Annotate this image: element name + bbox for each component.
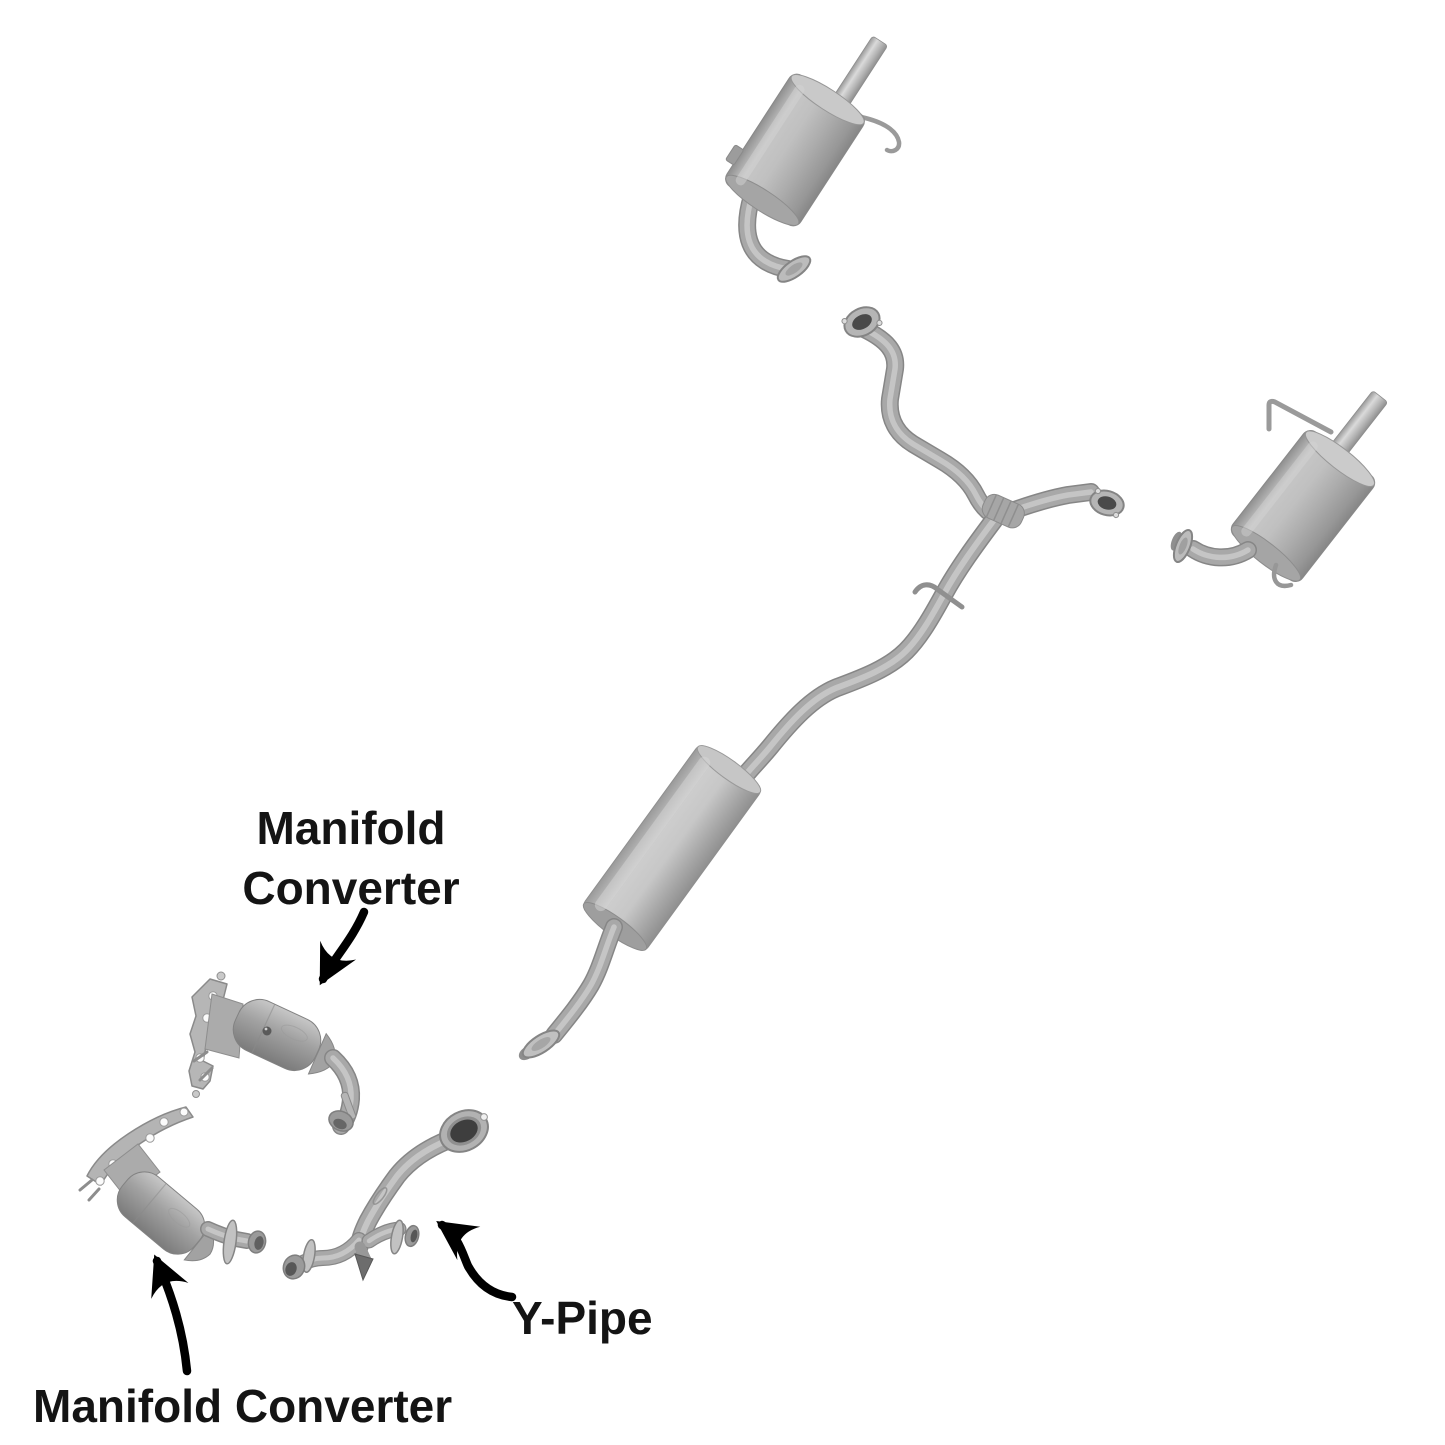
hanger-rod — [1266, 398, 1334, 435]
right-opening — [410, 1229, 418, 1243]
inlet-pipe — [1193, 549, 1248, 557]
label-manifold-converter-lower: Manifold Converter — [33, 1380, 453, 1432]
arrow-to-manifold-converter-lower — [151, 1254, 192, 1376]
alignment-pin — [216, 971, 226, 981]
hanger-rod — [858, 114, 902, 154]
pipe-clamp — [340, 1091, 357, 1120]
pipe-body — [748, 520, 994, 772]
muffler-body — [1230, 391, 1388, 582]
label-y-pipe: Y-Pipe — [512, 1292, 653, 1344]
left-flange-disc — [302, 1238, 316, 1274]
label-manifold-converter-upper: Manifold Converter — [222, 798, 480, 918]
figure-y-pipe: Y-pipe with flanged openings — [282, 1109, 489, 1282]
arrow-to-manifold-converter-upper — [318, 907, 369, 986]
end-seam-bottom — [1231, 525, 1302, 582]
end-cap-top — [1304, 430, 1375, 487]
top-flange — [439, 1109, 489, 1153]
figure-manifold-converter-upper: Manifold catalytic converter with downpi… — [188, 971, 357, 1135]
flange-studs — [78, 1178, 101, 1202]
inlet-flange — [776, 255, 812, 283]
end-cap-top — [790, 74, 865, 126]
end-cap-top — [696, 745, 762, 794]
inlet-flange — [1170, 529, 1194, 563]
outlet-opening — [333, 1118, 347, 1130]
figure-rear-muffler-right: Rear muffler with tailpipe and hanger (r… — [1170, 391, 1388, 589]
figure-manifold-converter-lower: Manifold catalytic converter with outlet… — [78, 1090, 267, 1265]
outlet-opening — [254, 1236, 264, 1250]
mount-tab — [725, 144, 744, 165]
body-highlight — [735, 84, 805, 186]
left-opening — [285, 1262, 297, 1276]
top-flange-bolt-hole — [480, 1113, 488, 1121]
converter-body — [232, 998, 336, 1075]
bottom-hook — [1271, 562, 1294, 589]
right-flange-disc — [390, 1219, 404, 1255]
collector — [103, 1143, 161, 1199]
top-opening — [450, 1119, 478, 1143]
outlet-flange-disc — [222, 1219, 238, 1265]
sensor-port-spec — [264, 1027, 268, 1031]
inlet-flange — [521, 1029, 561, 1059]
collector — [204, 993, 244, 1059]
down-pipe — [748, 520, 994, 772]
end-seam-bottom — [725, 174, 800, 226]
left-inlet-pipe — [864, 329, 996, 517]
inlet-flange-right — [1089, 487, 1125, 519]
flex-sleeve — [981, 493, 1025, 529]
sensor-port — [262, 1026, 272, 1036]
arrow-to-y-pipe — [436, 1220, 517, 1302]
body-highlight — [1241, 441, 1318, 537]
hanger-bracket — [912, 582, 965, 610]
label-line-1: Manifold — [256, 802, 446, 854]
alignment-pin — [192, 1090, 200, 1098]
sleeve-joint — [372, 1187, 388, 1205]
inlet-flange-left — [841, 306, 883, 338]
figure-intermediate-pipe: Intermediate Y-junction pipe with two in… — [748, 306, 1125, 772]
muffler-body — [725, 36, 888, 227]
figure-rear-muffler-upper: Rear muffler with tailpipe and hanger (u… — [725, 36, 902, 283]
bottom-stub-end — [354, 1253, 374, 1282]
figure-resonator-pipe: Center pipe with resonator and inlet fla… — [518, 745, 762, 1061]
body-highlight — [594, 756, 711, 912]
label-line-2: Converter — [242, 862, 460, 914]
outlet-pipe — [554, 927, 614, 1035]
flange-studs — [192, 1050, 214, 1082]
annotation-arrows — [151, 907, 517, 1376]
